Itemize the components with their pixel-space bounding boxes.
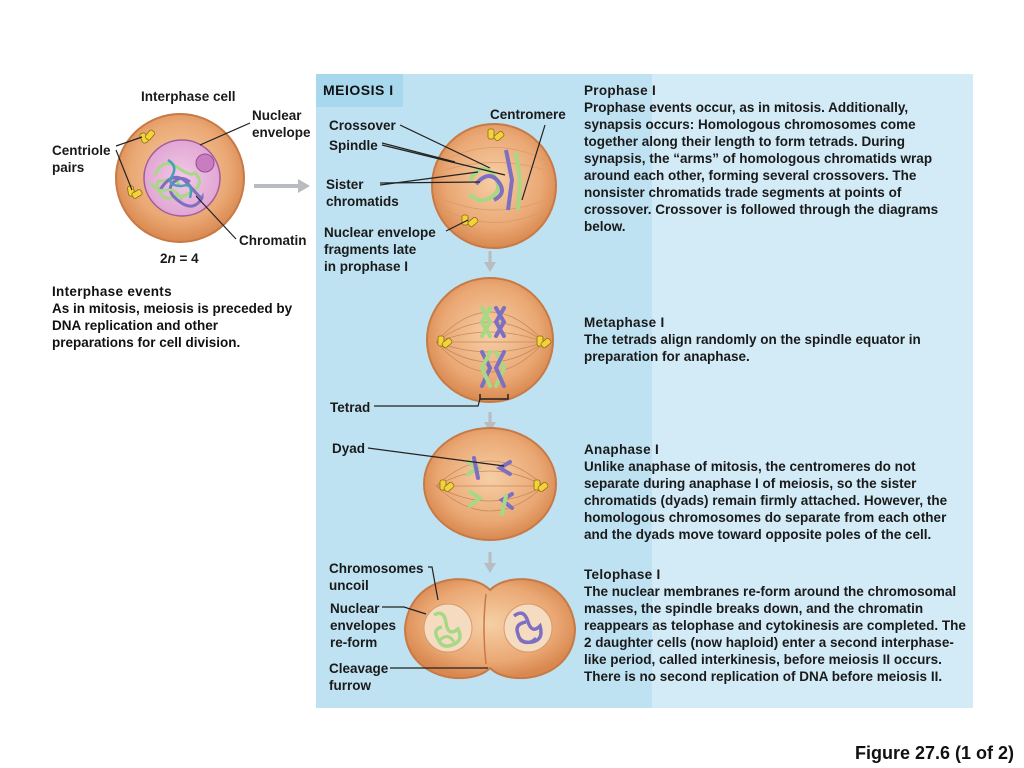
prophase-description: Prophase I Prophase events occur, as in … (584, 82, 969, 235)
cleavage-furrow-label: Cleavage furrow (329, 661, 389, 693)
centriole-pairs-label: Centriole pairs (52, 143, 111, 175)
dyad-label: Dyad (332, 441, 366, 456)
nuclear-envelopes-reform-label: Nuclear envelopes re-form (330, 601, 397, 650)
ploidy-prefix: 2 (160, 251, 168, 266)
prophase-text: Prophase events occur, as in mitosis. Ad… (584, 100, 939, 234)
chromosomes-uncoil-label: Chromosomes uncoil (329, 561, 424, 593)
interphase-events: Interphase events As in mitosis, meiosis… (52, 283, 302, 351)
ploidy-var: n (167, 251, 176, 266)
meiosis-tab: MEIOSIS I (316, 74, 403, 107)
metaphase-text: The tetrads align randomly on the spindl… (584, 332, 921, 364)
chromatin-label: Chromatin (239, 233, 307, 248)
interphase-events-heading: Interphase events (52, 284, 172, 299)
telophase-description: Telophase I The nuclear membranes re-for… (584, 566, 969, 685)
ploidy-label: 2n = 4 (160, 250, 199, 267)
anaphase-heading: Anaphase I (584, 442, 660, 457)
prophase-heading: Prophase I (584, 83, 657, 98)
nuclear-envelope-label: Nuclear envelope (252, 108, 311, 140)
telophase-cell-icon (403, 578, 577, 680)
sister-chromatids-label: Sister chromatids (326, 177, 399, 209)
right-arrow-icon (254, 179, 310, 193)
metaphase-heading: Metaphase I (584, 315, 665, 330)
interphase-cell-label: Interphase cell (141, 89, 236, 104)
prophase-cell-icon (431, 123, 557, 249)
metaphase-description: Metaphase I The tetrads align randomly o… (584, 314, 969, 365)
anaphase-cell-icon (423, 427, 557, 541)
interphase-cell-icon (115, 113, 245, 243)
crossover-label: Crossover (329, 118, 396, 133)
ploidy-suffix: = 4 (175, 251, 199, 266)
spindle-label: Spindle (329, 138, 378, 153)
tetrad-label: Tetrad (330, 400, 371, 415)
nuclear-envelope-fragments-label: Nuclear envelope fragments late in proph… (324, 225, 436, 274)
anaphase-text: Unlike anaphase of mitosis, the centrome… (584, 459, 948, 542)
metaphase-cell-icon (426, 277, 554, 403)
figure-caption: Figure 27.6 (1 of 2) (854, 743, 1014, 763)
interphase-events-text: As in mitosis, meiosis is preceded by DN… (52, 301, 293, 350)
centromere-label: Centromere (490, 107, 566, 122)
telophase-text: The nuclear membranes re-form around the… (584, 584, 966, 684)
anaphase-description: Anaphase I Unlike anaphase of mitosis, t… (584, 441, 969, 543)
telophase-heading: Telophase I (584, 567, 661, 582)
